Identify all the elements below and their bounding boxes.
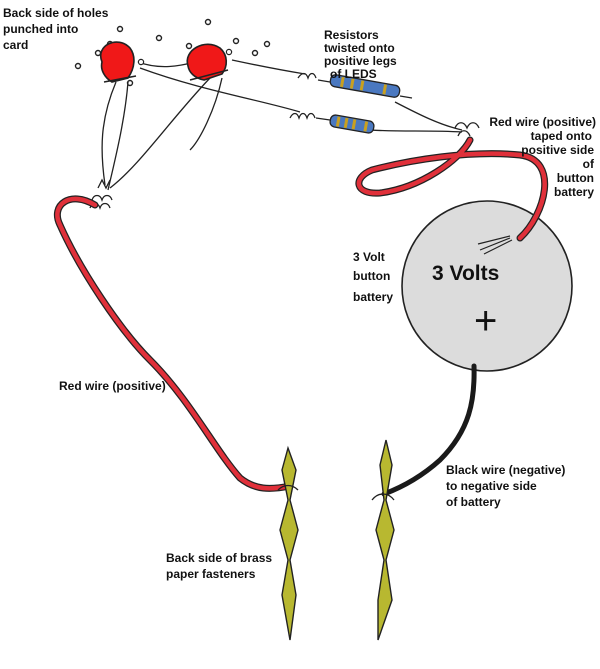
label-resistors-line4: of LEDS (330, 67, 377, 81)
red-wire-battery-fill (356, 137, 547, 241)
red-wire-long-fill (55, 196, 293, 491)
resistor-bottom (289, 112, 375, 134)
label-fasteners-line2: paper fasteners (166, 567, 256, 581)
label-red-wire-taped-line3: positive side (521, 143, 594, 157)
label-black-wire: Black wire (negative) to negative side o… (446, 463, 565, 509)
label-resistors-line3: positive legs (324, 54, 397, 68)
brass-fastener-right (371, 439, 395, 641)
label-resistors-line2: twisted onto (324, 41, 395, 55)
label-fasteners: Back side of brass paper fasteners (166, 551, 272, 581)
label-black-wire-line1: Black wire (negative) (446, 463, 565, 477)
led-right (186, 43, 233, 81)
battery-volts-text: 3 Volts (432, 262, 499, 285)
label-red-wire-taped-line2: taped onto (531, 129, 592, 143)
label-holes-line2: punched into (3, 22, 78, 36)
wire-twist-right (454, 122, 480, 137)
label-battery-desc: 3 Volt button battery (353, 250, 393, 304)
label-red-wire-taped: Red wire (positive) taped onto positive … (489, 115, 596, 199)
black-wire (381, 363, 477, 497)
label-holes-line3: card (3, 38, 28, 52)
label-resistors: Resistors twisted onto positive legs of … (324, 28, 397, 81)
label-red-wire-taped-line4: of (583, 157, 595, 171)
label-red-wire-taped-line6: battery (554, 185, 594, 199)
red-wire-long (54, 195, 294, 492)
battery-wire-tape-strands (477, 235, 513, 255)
label-holes-line1: Back side of holes (3, 6, 109, 20)
label-black-wire-line3: of battery (446, 495, 501, 509)
resistor-top (297, 72, 413, 99)
label-battery-desc-line1: 3 Volt (353, 250, 385, 264)
label-fasteners-line1: Back side of brass (166, 551, 272, 565)
label-resistors-line1: Resistors (324, 28, 379, 42)
label-red-wire-taped-line5: button (557, 171, 594, 185)
label-black-wire-line2: to negative side (446, 479, 537, 493)
label-red-wire-taped-line1: Red wire (positive) (489, 115, 596, 129)
label-holes: Back side of holes punched into card (3, 6, 109, 52)
brass-fastener-left (277, 445, 299, 641)
label-battery-desc-line3: battery (353, 290, 393, 304)
led-leads (101, 59, 463, 191)
battery-plus-sign: + (474, 299, 497, 343)
label-red-wire: Red wire (positive) (59, 379, 166, 393)
led-left (99, 41, 145, 83)
button-battery: 3 Volts + (401, 200, 573, 372)
label-battery-desc-line2: button (353, 269, 390, 283)
